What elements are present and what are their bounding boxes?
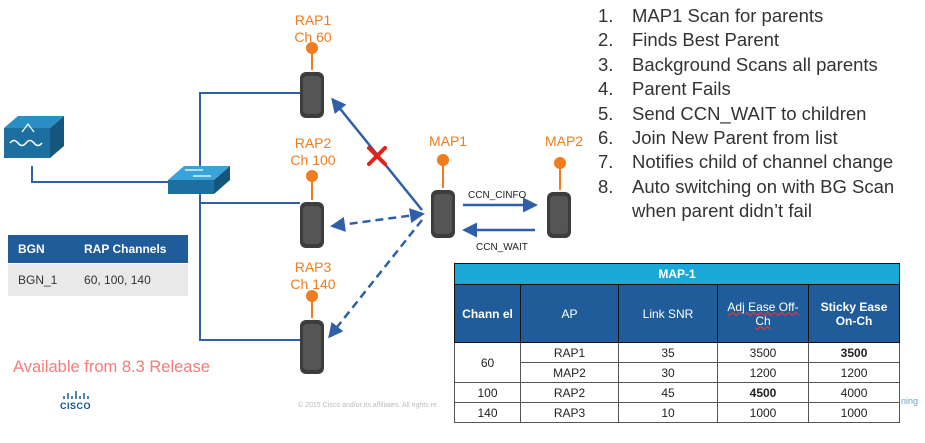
step-number: 4. <box>598 78 614 100</box>
rap3-name: RAP3 <box>294 259 332 275</box>
ccn-cinfo-label: CCN_CINFO <box>468 190 527 201</box>
map1-table: MAP-1 Chann el AP Link SNR Adj Ease Off-… <box>453 263 901 423</box>
adj-cell: 4500 <box>717 382 809 403</box>
step-number: 5. <box>598 102 614 124</box>
adj-ease-header-text: Adj Ease Off-Ch <box>727 299 799 328</box>
map2-label: MAP2 <box>544 133 584 149</box>
step-text: Finds Best Parent <box>632 29 780 51</box>
adj-cell: 1200 <box>717 362 809 383</box>
snr-cell: 45 <box>618 382 718 403</box>
step-item: 5. Send CCN_WAIT to children <box>598 102 894 126</box>
snr-cell: 35 <box>618 342 718 363</box>
rap3-label: RAP3 Ch 140 <box>284 259 342 293</box>
rap1-channel: Ch 60 <box>294 29 332 45</box>
channel-cell: 60 <box>454 342 521 383</box>
map-table-header-row: Chann el AP Link SNR Adj Ease Off-Ch Sti… <box>454 284 901 343</box>
rap1-name: RAP1 <box>294 12 332 28</box>
map-table-title-row: MAP-1 <box>453 263 901 285</box>
sticky-cell: 3500 <box>807 342 901 363</box>
step-item: 8. Auto switching on with BG Scan <box>598 175 894 199</box>
step-item: when parent didn’t fail <box>598 199 894 223</box>
availability-note: Available from 8.3 Release <box>13 358 210 376</box>
step-item: 7. Notifies child of channel change <box>598 150 894 174</box>
map2-device-icon <box>547 157 571 238</box>
step-number: 6. <box>598 127 614 149</box>
table-row: 60 RAP1 35 3500 3500 <box>454 342 901 383</box>
bgn-header: BGN <box>8 235 75 264</box>
table-row: MAP2 30 1200 1200 <box>455 362 901 383</box>
map-table-title: MAP-1 <box>453 263 901 285</box>
rap2-name: RAP2 <box>294 135 332 151</box>
step-number: 7. <box>598 151 614 173</box>
table-row: BGN_1 60, 100, 140 <box>8 263 188 296</box>
step-number <box>598 199 632 223</box>
ccn-wait-label: CCN_WAIT <box>476 242 528 253</box>
step-text: Send CCN_WAIT to children <box>632 102 867 124</box>
channel-cell: 100 <box>454 382 521 403</box>
table-row: 100 RAP2 45 4500 4000 <box>454 382 901 403</box>
step-item: 4. Parent Fails <box>598 77 894 101</box>
sticky-cell: 1000 <box>807 402 901 423</box>
link-failure-icon <box>367 146 387 166</box>
ap-cell: RAP1 <box>520 342 619 363</box>
step-text: Join New Parent from list <box>632 127 838 149</box>
bgn-table: BGN RAP Channels BGN_1 60, 100, 140 <box>8 235 188 296</box>
rap1-label: RAP1 Ch 60 <box>288 12 338 46</box>
channel-header: Chann el <box>454 284 521 343</box>
step-item: 3. Background Scans all parents <box>598 53 894 77</box>
switch-icon <box>168 166 230 194</box>
controller-icon <box>4 116 64 158</box>
step-text: Parent Fails <box>632 78 731 100</box>
rap3-device-icon <box>300 290 324 374</box>
step-text: Background Scans all parents <box>632 53 878 75</box>
step-text: Notifies child of channel change <box>632 151 894 173</box>
step-text: Auto switching on with BG Scan <box>632 175 895 197</box>
bgn-table-header: BGN RAP Channels <box>8 235 188 264</box>
step-number: 2. <box>598 29 614 51</box>
rap-channels-header: RAP Channels <box>74 235 188 264</box>
ap-header: AP <box>520 284 619 343</box>
sticky-cell: 1200 <box>807 362 901 383</box>
step-number: 3. <box>598 53 614 75</box>
snr-cell: 30 <box>618 362 718 383</box>
map1-device-icon <box>431 154 455 238</box>
adj-ease-header: Adj Ease Off-Ch <box>717 284 809 343</box>
rap2-label: RAP2 Ch 100 <box>286 135 340 169</box>
rap1-device-icon <box>300 42 324 118</box>
map1-label: MAP1 <box>428 133 468 149</box>
wired-links <box>31 92 300 341</box>
rap2-channel: Ch 100 <box>290 152 336 168</box>
step-number: 8. <box>598 175 614 197</box>
bgn-cell: BGN_1 <box>8 263 75 296</box>
rap2-device-icon <box>300 170 324 248</box>
channel-cell: 140 <box>454 402 521 423</box>
copyright-text: © 2015 Cisco and/or its affiliates. All … <box>298 402 437 409</box>
adj-cell: 3500 <box>717 342 809 363</box>
adj-cell: 1000 <box>717 402 809 423</box>
footer-fragment: ning <box>901 396 919 406</box>
sticky-ease-header: Sticky Ease On-Ch <box>807 284 901 343</box>
sticky-cell: 4000 <box>807 382 901 403</box>
step-text: MAP1 Scan for parents <box>632 5 824 26</box>
channels-cell: 60, 100, 140 <box>74 263 188 296</box>
link-snr-header: Link SNR <box>618 284 718 343</box>
steps-list: 1. MAP1 Scan for parents 2. Finds Best Par… <box>598 4 894 224</box>
step-text: when parent didn’t fail <box>632 200 812 222</box>
step-item: 2. Finds Best Parent <box>598 28 894 52</box>
step-item: 6. Join New Parent from list <box>598 126 894 150</box>
cisco-logo-icon <box>63 391 89 399</box>
rap3-channel: Ch 140 <box>290 276 336 292</box>
ap-cell: MAP2 <box>520 362 619 383</box>
step-item: 1. MAP1 Scan for parents <box>598 4 894 28</box>
ap-cell: RAP3 <box>520 402 619 423</box>
snr-cell: 10 <box>618 402 718 423</box>
ap-cell: RAP2 <box>520 382 619 403</box>
step-number: 1. <box>598 5 614 26</box>
table-row: 140 RAP3 10 1000 1000 <box>454 402 901 423</box>
cisco-wordmark: CISCO <box>60 401 92 411</box>
